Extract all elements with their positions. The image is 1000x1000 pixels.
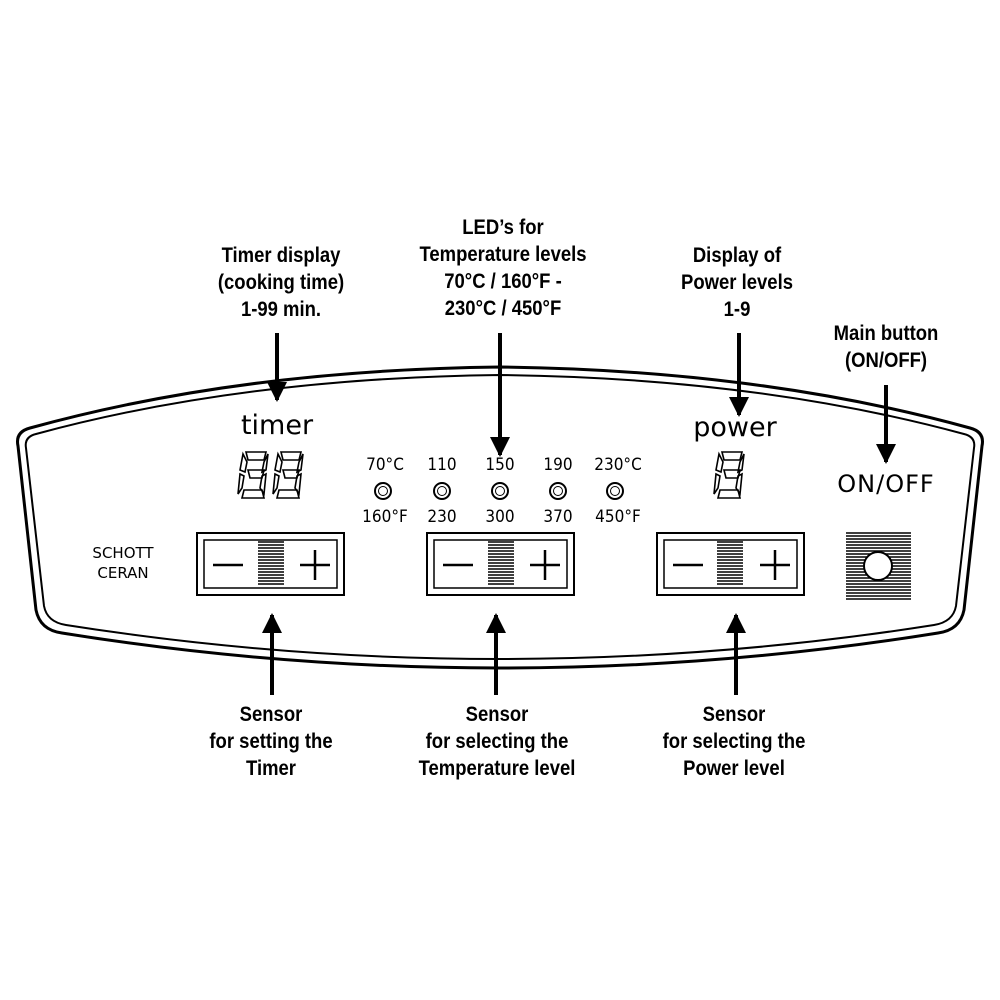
temp-fahrenheit-1: 160°F: [362, 507, 408, 527]
timer-seven-segment-display: [237, 451, 304, 499]
temperature-plus-icon[interactable]: [530, 550, 560, 580]
panel-outline-outer: [16, 365, 984, 670]
timer-digit-1: [237, 451, 269, 499]
led-1: [374, 482, 392, 500]
callout-timer-sensor: Sensor for setting the Timer: [209, 703, 333, 780]
callout-temperature-sensor: Sensor for selecting the Temperature lev…: [418, 703, 576, 780]
timer-plus-icon[interactable]: [300, 550, 330, 580]
temperature-slider-stripes[interactable]: [488, 541, 514, 585]
timer-label: timer: [240, 410, 314, 441]
onoff-label: ON/OFF: [837, 470, 935, 498]
onoff-button-knob[interactable]: [863, 551, 893, 581]
main-onoff-button[interactable]: [846, 532, 911, 600]
power-slider-stripes[interactable]: [717, 541, 743, 585]
schott-ceran-brand: SCHOTT CERAN: [92, 544, 154, 582]
temp-celsius-4: 190: [543, 455, 573, 475]
callout-main-button: Main button (ON/OFF): [833, 322, 939, 372]
power-sensor[interactable]: [656, 532, 805, 596]
temperature-sensor[interactable]: [426, 532, 575, 596]
timer-digit-2: [272, 451, 304, 499]
callout-power-sensor: Sensor for selecting the Power level: [662, 703, 806, 780]
panel-outline-inner: [24, 373, 976, 661]
led-4: [549, 482, 567, 500]
temp-celsius-2: 110: [427, 455, 457, 475]
callout-power-display: Display of Power levels 1-9: [681, 244, 793, 321]
temp-celsius-1: 70°C: [366, 455, 404, 475]
temp-fahrenheit-4: 370: [543, 507, 573, 527]
temp-fahrenheit-3: 300: [485, 507, 515, 527]
led-3: [491, 482, 509, 500]
temp-celsius-5: 230°C: [594, 455, 642, 475]
power-label: power: [693, 412, 777, 443]
led-2: [433, 482, 451, 500]
power-seven-segment-display: [713, 451, 745, 499]
temp-fahrenheit-2: 230: [427, 507, 457, 527]
power-plus-icon[interactable]: [760, 550, 790, 580]
temp-celsius-3: 150: [485, 455, 515, 475]
callout-temperature-leds: LED’s for Temperature levels 70°C / 160°…: [419, 216, 587, 320]
timer-slider-stripes[interactable]: [258, 541, 284, 585]
temp-fahrenheit-5: 450°F: [595, 507, 641, 527]
onoff-button-stripes[interactable]: [846, 532, 911, 600]
led-5: [606, 482, 624, 500]
callout-timer-display: Timer display (cooking time) 1-99 min.: [217, 244, 345, 321]
timer-sensor[interactable]: [196, 532, 345, 596]
temperature-leds: [374, 482, 624, 500]
